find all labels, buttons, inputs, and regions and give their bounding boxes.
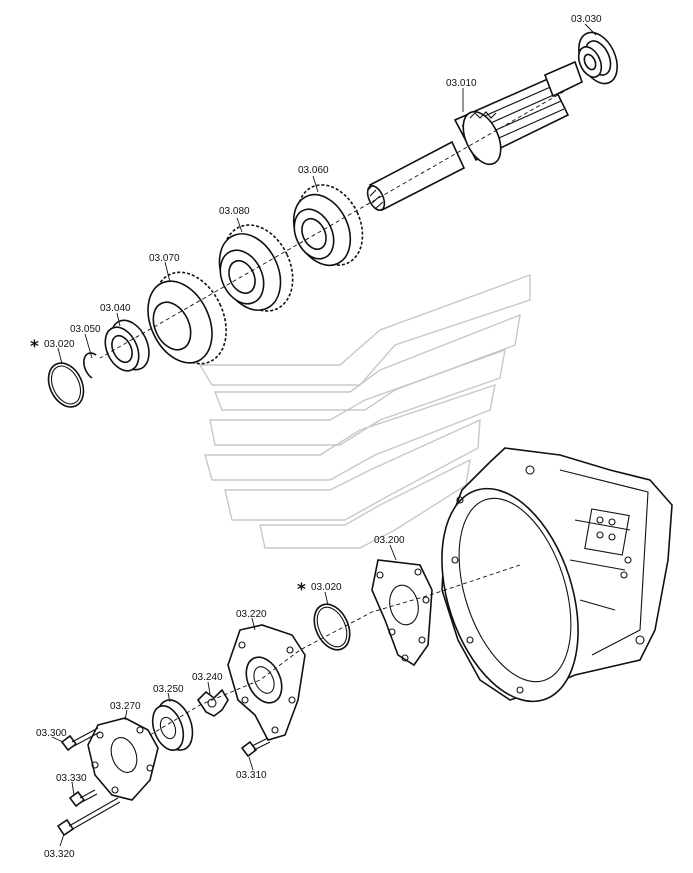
callout-03-220: 03.220 [236, 609, 267, 620]
end-plate[interactable] [87, 717, 159, 801]
callout-03-320: 03.320 [44, 849, 75, 860]
callout-03-050: 03.050 [70, 324, 101, 335]
rotor-outer[interactable] [147, 695, 199, 755]
snap-ring-small[interactable] [83, 352, 97, 379]
bearing-left[interactable] [99, 314, 157, 376]
gasket[interactable] [371, 559, 433, 667]
callout-03-030: 03.030 [571, 14, 602, 25]
bearing-right[interactable] [571, 26, 625, 89]
bolt-upper[interactable] [60, 727, 101, 752]
callout-03-270: 03.270 [110, 701, 141, 712]
callout-03-020-lower: 03.020 [311, 582, 342, 593]
asterisk-marker-lower: * [297, 580, 306, 600]
transmission-housing[interactable] [417, 447, 673, 719]
rotor-inner[interactable] [196, 688, 229, 717]
callout-03-330: 03.330 [56, 773, 87, 784]
callout-03-240: 03.240 [192, 672, 223, 683]
callout-03-250: 03.250 [153, 684, 184, 695]
callout-03-310: 03.310 [236, 770, 267, 781]
callout-03-080: 03.080 [219, 206, 250, 217]
circlip-top[interactable] [42, 357, 90, 412]
bolt-310[interactable] [240, 737, 271, 758]
callout-03-300: 03.300 [36, 728, 67, 739]
bolt-lower[interactable] [56, 797, 121, 837]
plug-330[interactable] [68, 789, 98, 808]
callout-labels: 03.030 03.010 03.060 03.080 03.070 03.04… [30, 14, 602, 860]
gear-070[interactable] [136, 261, 241, 376]
callout-03-040: 03.040 [100, 303, 131, 314]
asterisk-marker-top: * [30, 337, 39, 357]
gear-060[interactable] [283, 174, 375, 275]
gear-080[interactable] [208, 214, 306, 323]
callout-03-020-top: 03.020 [44, 339, 75, 350]
callout-03-060: 03.060 [298, 165, 329, 176]
oring-lower[interactable] [307, 598, 356, 655]
pump-cover[interactable] [227, 624, 306, 741]
callout-03-010: 03.010 [446, 78, 477, 89]
callout-03-200: 03.200 [374, 535, 405, 546]
callout-03-070: 03.070 [149, 253, 180, 264]
leader-lines [51, 23, 597, 847]
